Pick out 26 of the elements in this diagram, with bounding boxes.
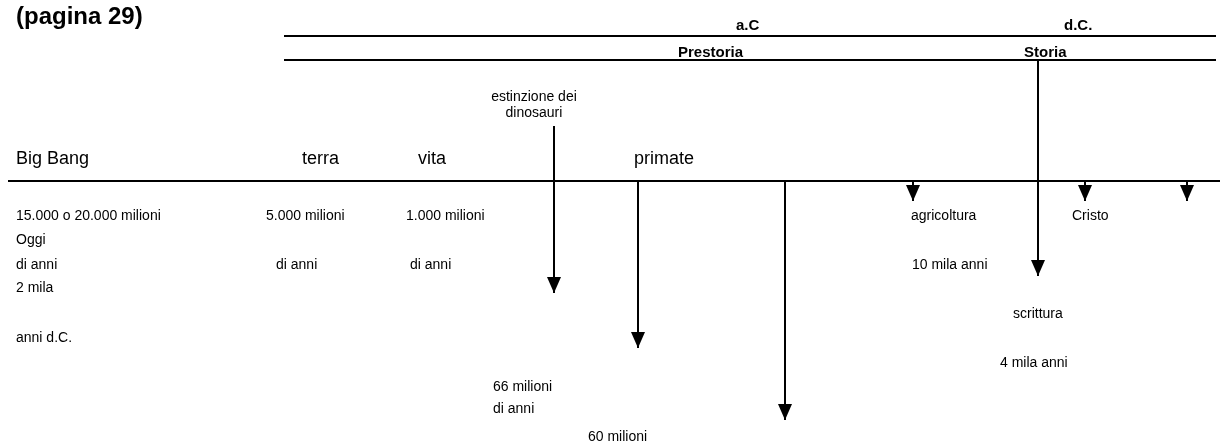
timeline-label: a.C xyxy=(736,16,760,34)
timeline-label: 60 milioni xyxy=(588,428,648,445)
timeline-label: Big Bang xyxy=(16,148,90,169)
timeline-label: Oggi xyxy=(16,231,46,248)
timeline-label: 10 mila anni xyxy=(912,256,988,273)
timeline-label: Storia xyxy=(1024,43,1067,61)
timeline-label: di anni xyxy=(276,256,318,273)
timeline-label: 1.000 milioni xyxy=(406,207,485,224)
timeline-label: 15.000 o 20.000 milioni xyxy=(16,207,161,224)
timeline-label: scrittura xyxy=(1013,305,1063,322)
timeline-label: 5.000 milioni xyxy=(266,207,345,224)
timeline-label: 66 milioni di anni xyxy=(493,377,554,419)
timeline-label: estinzione dei dinosauri xyxy=(490,88,578,121)
timeline-label: di anni xyxy=(16,256,58,273)
timeline-label: vita xyxy=(418,148,446,169)
timeline-label: d.C. xyxy=(1064,16,1093,34)
timeline-label: anni d.C. xyxy=(16,329,73,346)
timeline-label: Cristo xyxy=(1072,207,1109,224)
timeline-label: terra xyxy=(302,148,339,169)
page-reference-heading: (pagina 29) xyxy=(16,2,143,30)
timeline-label: 2 mila xyxy=(16,279,54,296)
timeline-label: 4 mila anni xyxy=(1000,354,1068,371)
timeline-label: primate xyxy=(634,148,695,169)
timeline-label: Prestoria xyxy=(678,43,744,61)
timeline-label: di anni xyxy=(410,256,452,273)
timeline-label: agricoltura xyxy=(911,207,977,224)
